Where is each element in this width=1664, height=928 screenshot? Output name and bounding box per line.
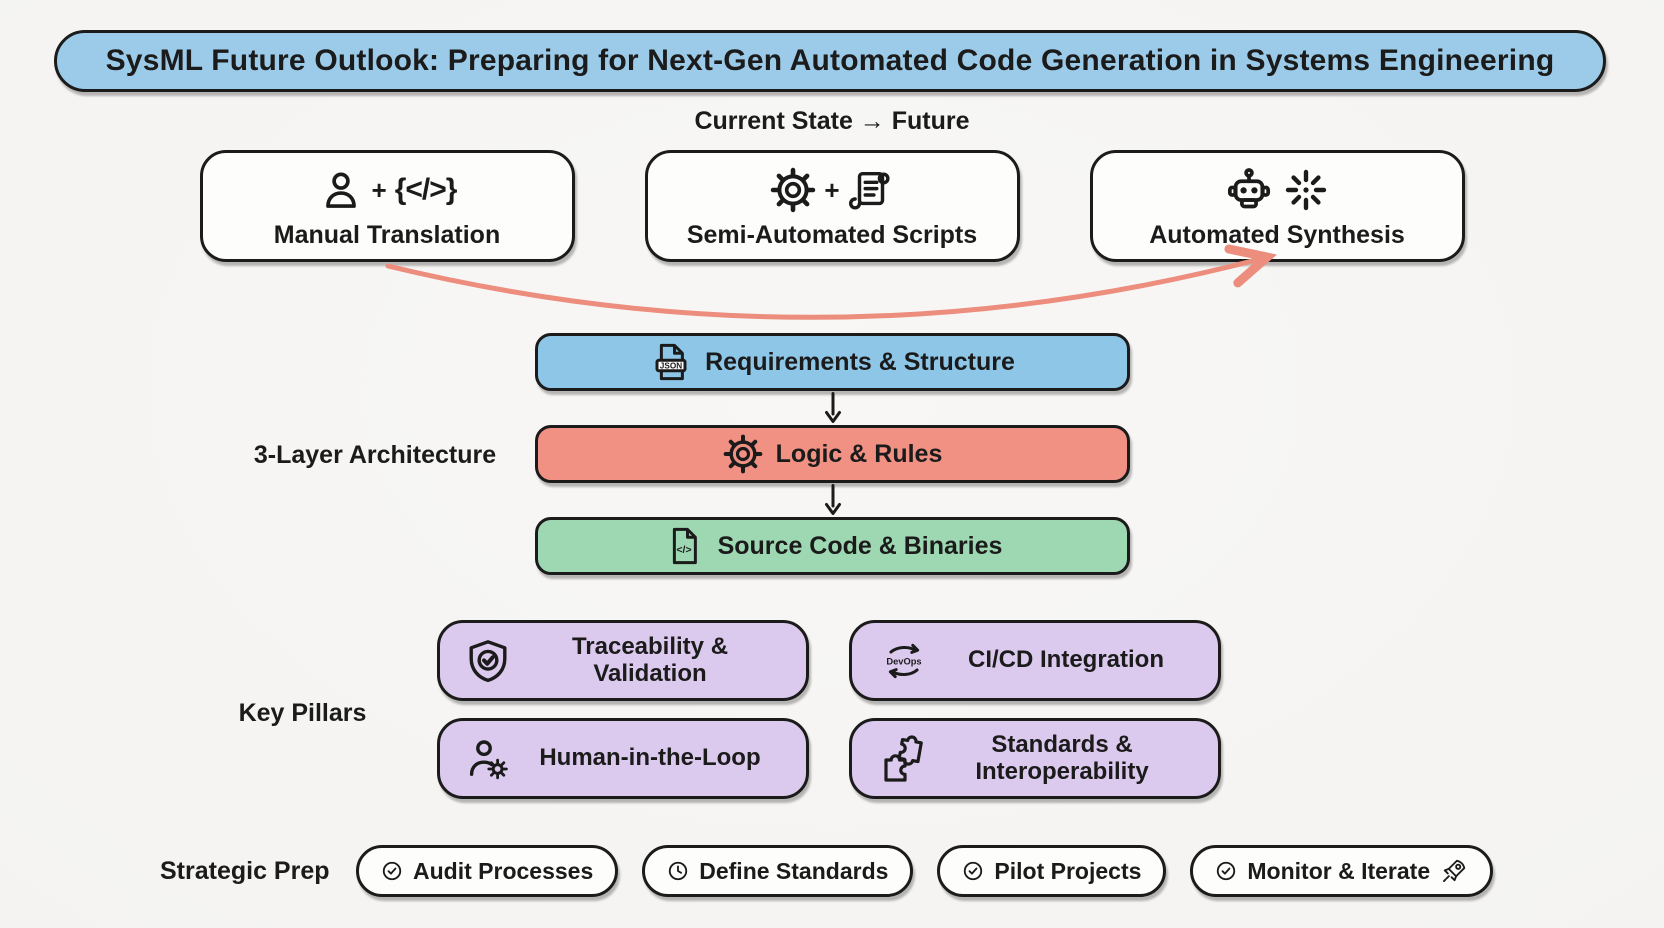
evolution-heading: Current State → Future	[694, 107, 970, 135]
pillar-label: CI/CD Integration	[968, 646, 1164, 674]
pillars-grid: Traceability & Validation DevOps CI/CD I…	[437, 620, 1221, 799]
prep-label: Define Standards	[699, 857, 889, 884]
code-braces-icon: {</>}	[394, 172, 458, 206]
prep-pilot-projects: Pilot Projects	[937, 845, 1167, 897]
code-file-icon: </>	[672, 527, 697, 565]
pillar-human-in-the-loop: Human-in-the-Loop	[437, 718, 809, 799]
stage-automated-synthesis: Automated Synthesis	[1089, 150, 1465, 262]
stage-label: Automated Synthesis	[1149, 220, 1405, 249]
architecture-section-label: 3-Layer Architecture	[253, 441, 497, 469]
prep-audit-processes: Audit Processes	[356, 845, 619, 897]
person-icon	[325, 171, 356, 208]
prep-monitor-iterate: Monitor & Iterate	[1190, 845, 1494, 897]
diagram-title-banner: SysML Future Outlook: Preparing for Next…	[54, 30, 1606, 92]
svg-text:DevOps: DevOps	[886, 656, 921, 666]
prep-label: Audit Processes	[413, 857, 594, 884]
pillar-label: Human-in-the-Loop	[539, 744, 761, 772]
pillar-standards-interoperability: Standards & Interoperability	[849, 718, 1221, 799]
pillar-traceability-validation: Traceability & Validation	[437, 620, 809, 701]
strategic-section-label: Strategic Prep	[160, 857, 330, 885]
pillar-cicd-integration: DevOps CI/CD Integration	[849, 620, 1221, 701]
script-icon	[848, 171, 890, 210]
layer-label: Requirements & Structure	[705, 347, 1015, 376]
stage-manual-translation: + {</>} Manual Translation	[199, 150, 575, 262]
stage-label: Semi-Automated Scripts	[686, 220, 978, 249]
plus-sign: +	[824, 174, 840, 205]
pillar-label: Traceability & Validation	[571, 632, 729, 687]
check-circle-icon	[1217, 861, 1236, 881]
person-gear-icon	[469, 739, 508, 779]
strategic-prep-row: Audit Processes Define Standards Pilot P…	[356, 845, 1494, 897]
evolution-stage-row: + {</>} Manual Translation +	[0, 150, 1664, 262]
devops-cycle-icon: DevOps	[886, 643, 922, 678]
gear-icon	[723, 434, 762, 474]
puzzle-icon	[884, 734, 923, 782]
json-file-icon: JSON	[655, 343, 687, 381]
prep-define-standards: Define Standards	[642, 845, 914, 897]
shield-check-icon	[469, 639, 507, 682]
stage-label: Manual Translation	[273, 220, 501, 249]
svg-text:JSON: JSON	[660, 361, 682, 370]
prep-label: Pilot Projects	[994, 857, 1142, 884]
layer-label: Logic & Rules	[775, 439, 943, 468]
layer-source-code-binaries: </> Source Code & Binaries	[535, 517, 1130, 575]
svg-text:</>: </>	[676, 544, 691, 556]
sparkle-burst-icon	[1285, 169, 1327, 210]
check-circle-icon	[964, 861, 983, 881]
clock-icon	[669, 861, 688, 881]
robot-icon	[1227, 167, 1271, 208]
prep-label: Monitor & Iterate	[1247, 857, 1431, 884]
down-arrow-icon	[820, 391, 846, 425]
plus-sign: +	[371, 174, 387, 205]
gear-icon	[771, 167, 816, 212]
layer-requirements-structure: JSON Requirements & Structure	[535, 333, 1130, 391]
layer-logic-rules: Logic & Rules	[535, 425, 1130, 483]
down-arrow-icon	[820, 483, 846, 517]
stage-semi-automated-scripts: + Semi-Automated Scripts	[644, 150, 1020, 262]
pillar-label: Standards & Interoperability	[975, 730, 1149, 785]
architecture-stack: JSON Requirements & Structure Logic & Ru…	[535, 333, 1130, 575]
layer-label: Source Code & Binaries	[717, 531, 1003, 560]
check-circle-icon	[382, 861, 402, 881]
pillars-section-label: Key Pillars	[238, 699, 367, 727]
rocket-icon	[1443, 859, 1466, 882]
diagram-title: SysML Future Outlook: Preparing for Next…	[105, 44, 1555, 77]
